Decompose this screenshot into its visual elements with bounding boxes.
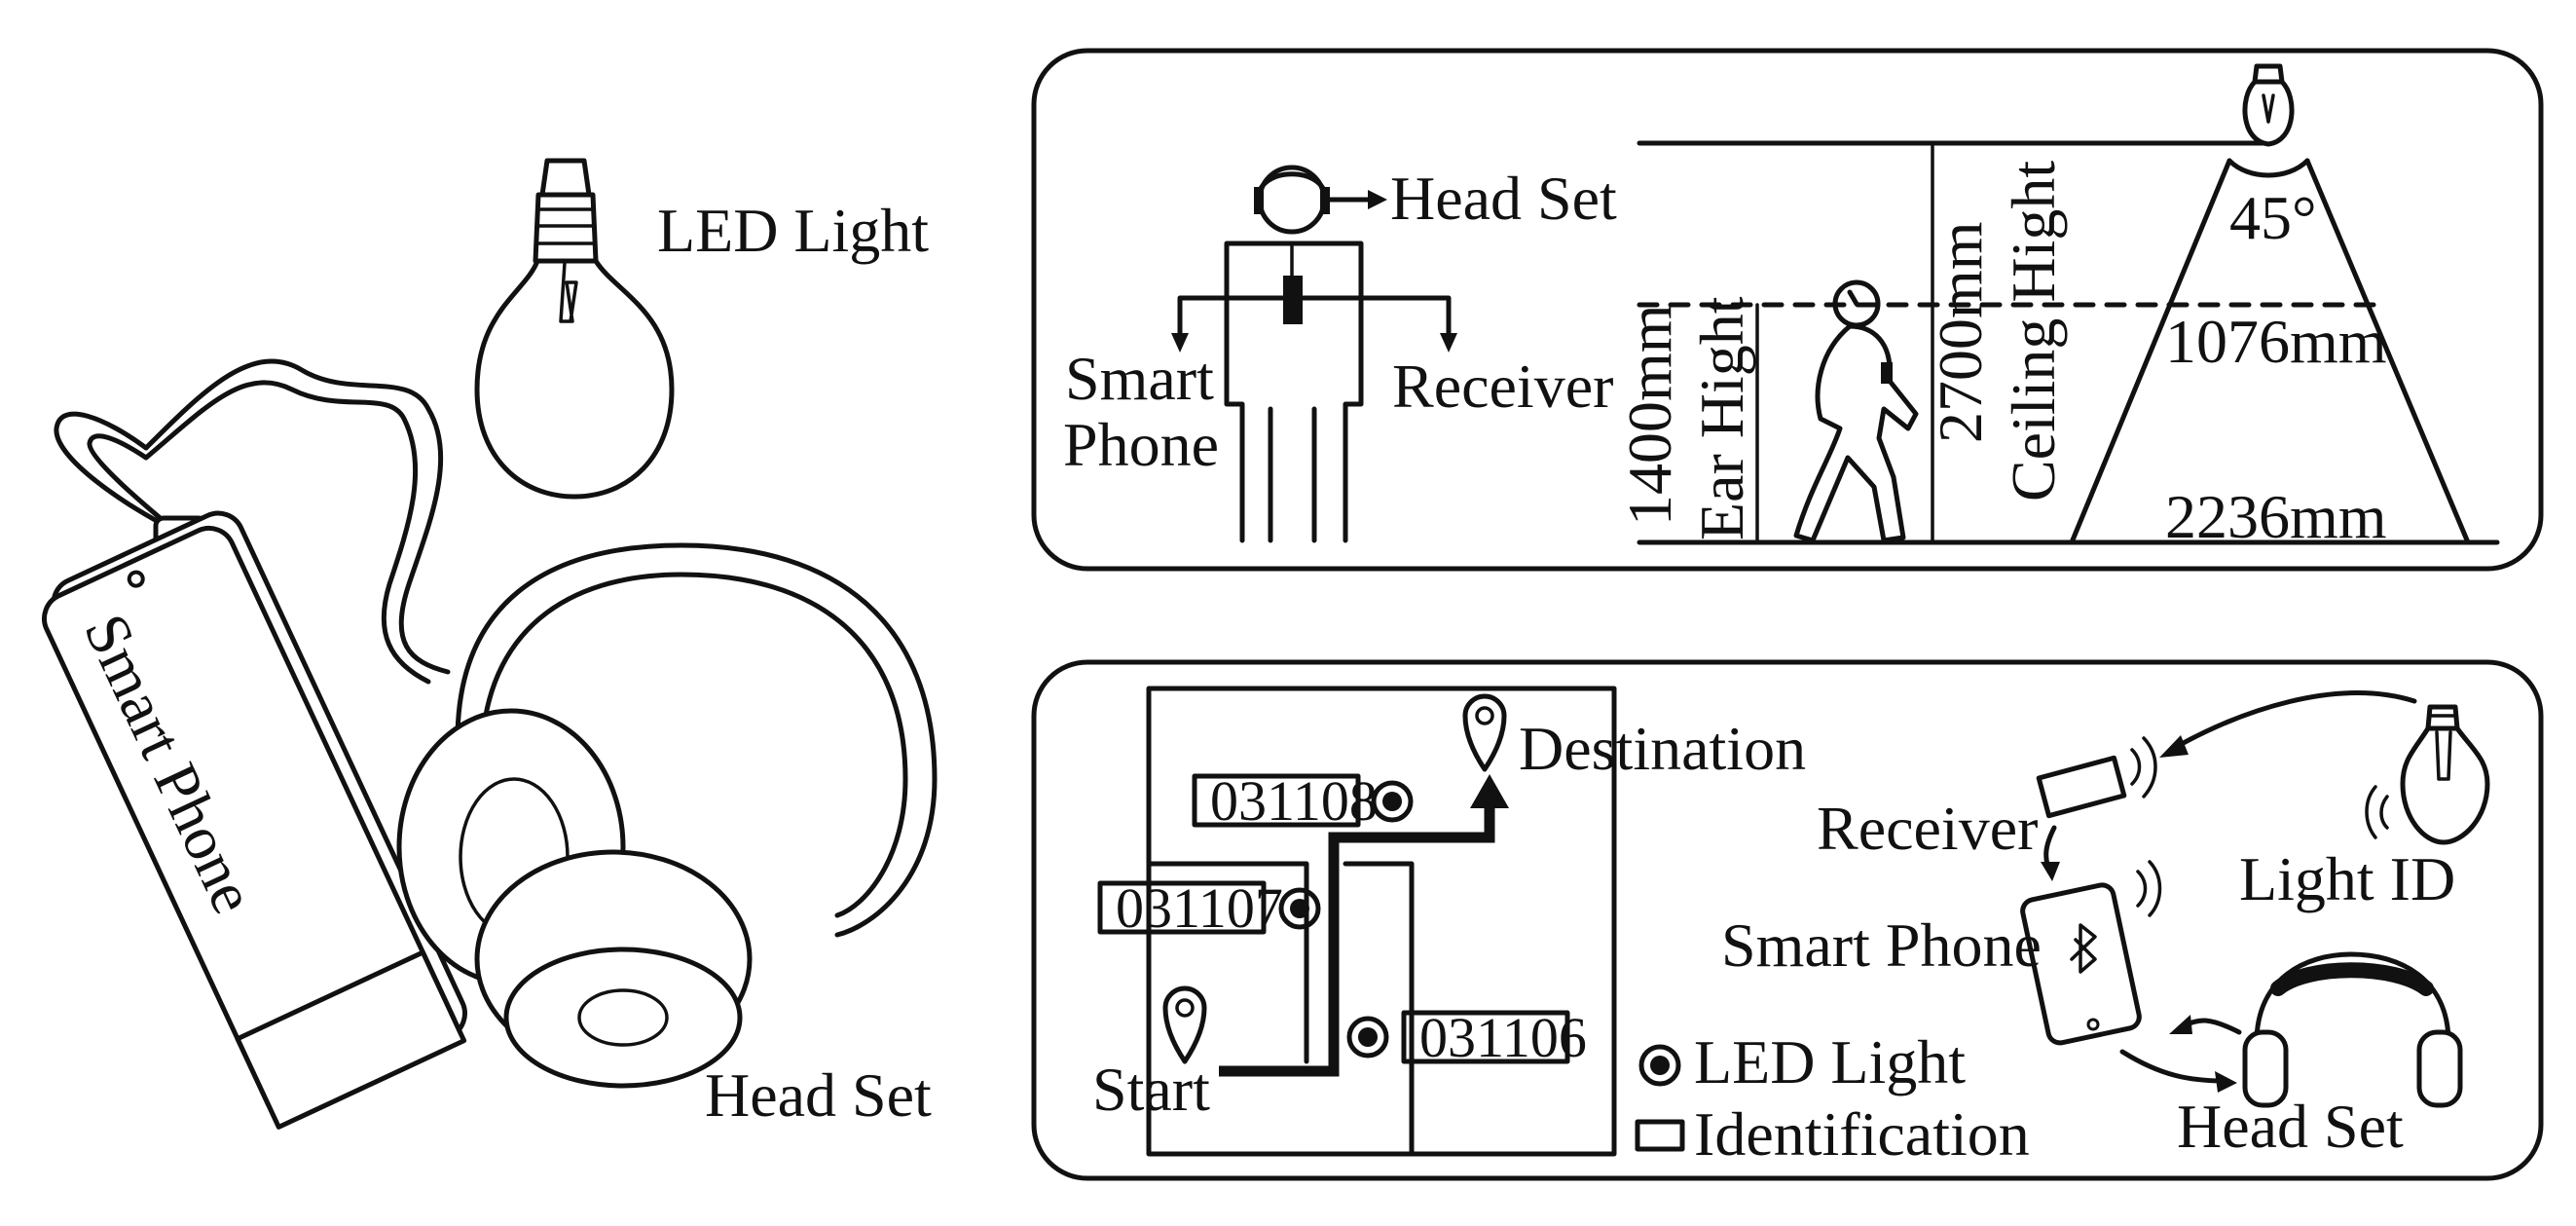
panel-frame-bottom xyxy=(1031,659,2544,1181)
smart-label: Smart xyxy=(1065,344,1214,413)
id-text-031107: 031107 xyxy=(1116,876,1283,940)
led-light-label: LED Light xyxy=(657,196,929,265)
panel-frame-top xyxy=(1031,48,2544,572)
led-marker-icon xyxy=(1371,780,1414,823)
start-label: Start xyxy=(1092,1055,1210,1124)
angle-label: 45° xyxy=(2229,183,2317,252)
navigation-panel: Destination Start 031108 031107 xyxy=(1031,659,2544,1181)
light-cone xyxy=(2069,158,2471,545)
legend: LED Light Identification xyxy=(1635,1027,2030,1169)
ceiling-light-icon xyxy=(2242,63,2295,147)
ceiling-height-label: Ceiling Hight xyxy=(1999,161,2068,502)
receiver-label-top: Receiver xyxy=(1392,352,1613,421)
destination-label: Destination xyxy=(1519,714,1806,783)
headset-illustration-icon xyxy=(396,542,938,1089)
arrow-phone-to-headset xyxy=(2119,1049,2227,1084)
width-floor-label: 2236mm xyxy=(2165,482,2387,551)
arrow-light-to-receiver xyxy=(2168,690,2417,753)
light-id-bulb-icon xyxy=(2365,704,2490,845)
legend-led-marker-icon xyxy=(1638,1044,1681,1087)
walking-person-icon xyxy=(1793,279,1919,543)
bracket-arrows xyxy=(1177,295,1452,349)
person-icon xyxy=(1224,165,1364,543)
id-text-031106: 031106 xyxy=(1419,1006,1587,1069)
legend-id-swatch xyxy=(1635,1119,1685,1152)
led-marker-icon xyxy=(1278,887,1321,930)
id-box-031108: 031108 xyxy=(1192,769,1378,833)
angle-arc xyxy=(2226,158,2310,178)
headset-label-top: Head Set xyxy=(1390,164,1617,233)
width-mid-label: 1076mm xyxy=(2165,307,2387,376)
route-arrowhead xyxy=(1470,774,1509,808)
light-id-label: Light ID xyxy=(2239,844,2455,913)
ceiling-height-value: 2700mm xyxy=(1926,221,1995,443)
headset-small-icon xyxy=(2242,951,2463,1108)
legend-id-label: Identification xyxy=(1694,1099,2030,1169)
start-pin-icon xyxy=(1162,985,1207,1064)
legend-led-label: LED Light xyxy=(1694,1027,1966,1096)
floor-plan xyxy=(1146,686,1617,1157)
left-illustration: LED Light Smart Phone Head Set xyxy=(42,158,938,1130)
id-box-031107: 031107 xyxy=(1097,876,1283,940)
phone-label: Phone xyxy=(1063,410,1219,479)
ceiling-geometry-panel: Head Set Smart Phone Receiver 1400mm Ear… xyxy=(1031,48,2544,572)
id-box-031106: 031106 xyxy=(1401,1006,1587,1069)
destination-pin-icon xyxy=(1462,693,1507,772)
headset-label-left: Head Set xyxy=(705,1060,932,1130)
bluetooth-phone-icon xyxy=(2020,860,2162,1046)
receiver-device-icon xyxy=(2036,736,2157,819)
smart-phone-label-bottom: Smart Phone xyxy=(1721,910,2042,980)
ear-height-label: Ear Hight xyxy=(1687,296,1756,540)
receiver-label-bottom: Receiver xyxy=(1817,794,2038,863)
id-text-031108: 031108 xyxy=(1210,769,1378,833)
headset-label-bottom: Head Set xyxy=(2177,1092,2404,1161)
led-marker-icon xyxy=(1346,1016,1389,1059)
route-path xyxy=(1219,799,1495,1077)
ear-height-value: 1400mm xyxy=(1615,304,1684,526)
led-bulb-icon xyxy=(474,158,675,500)
